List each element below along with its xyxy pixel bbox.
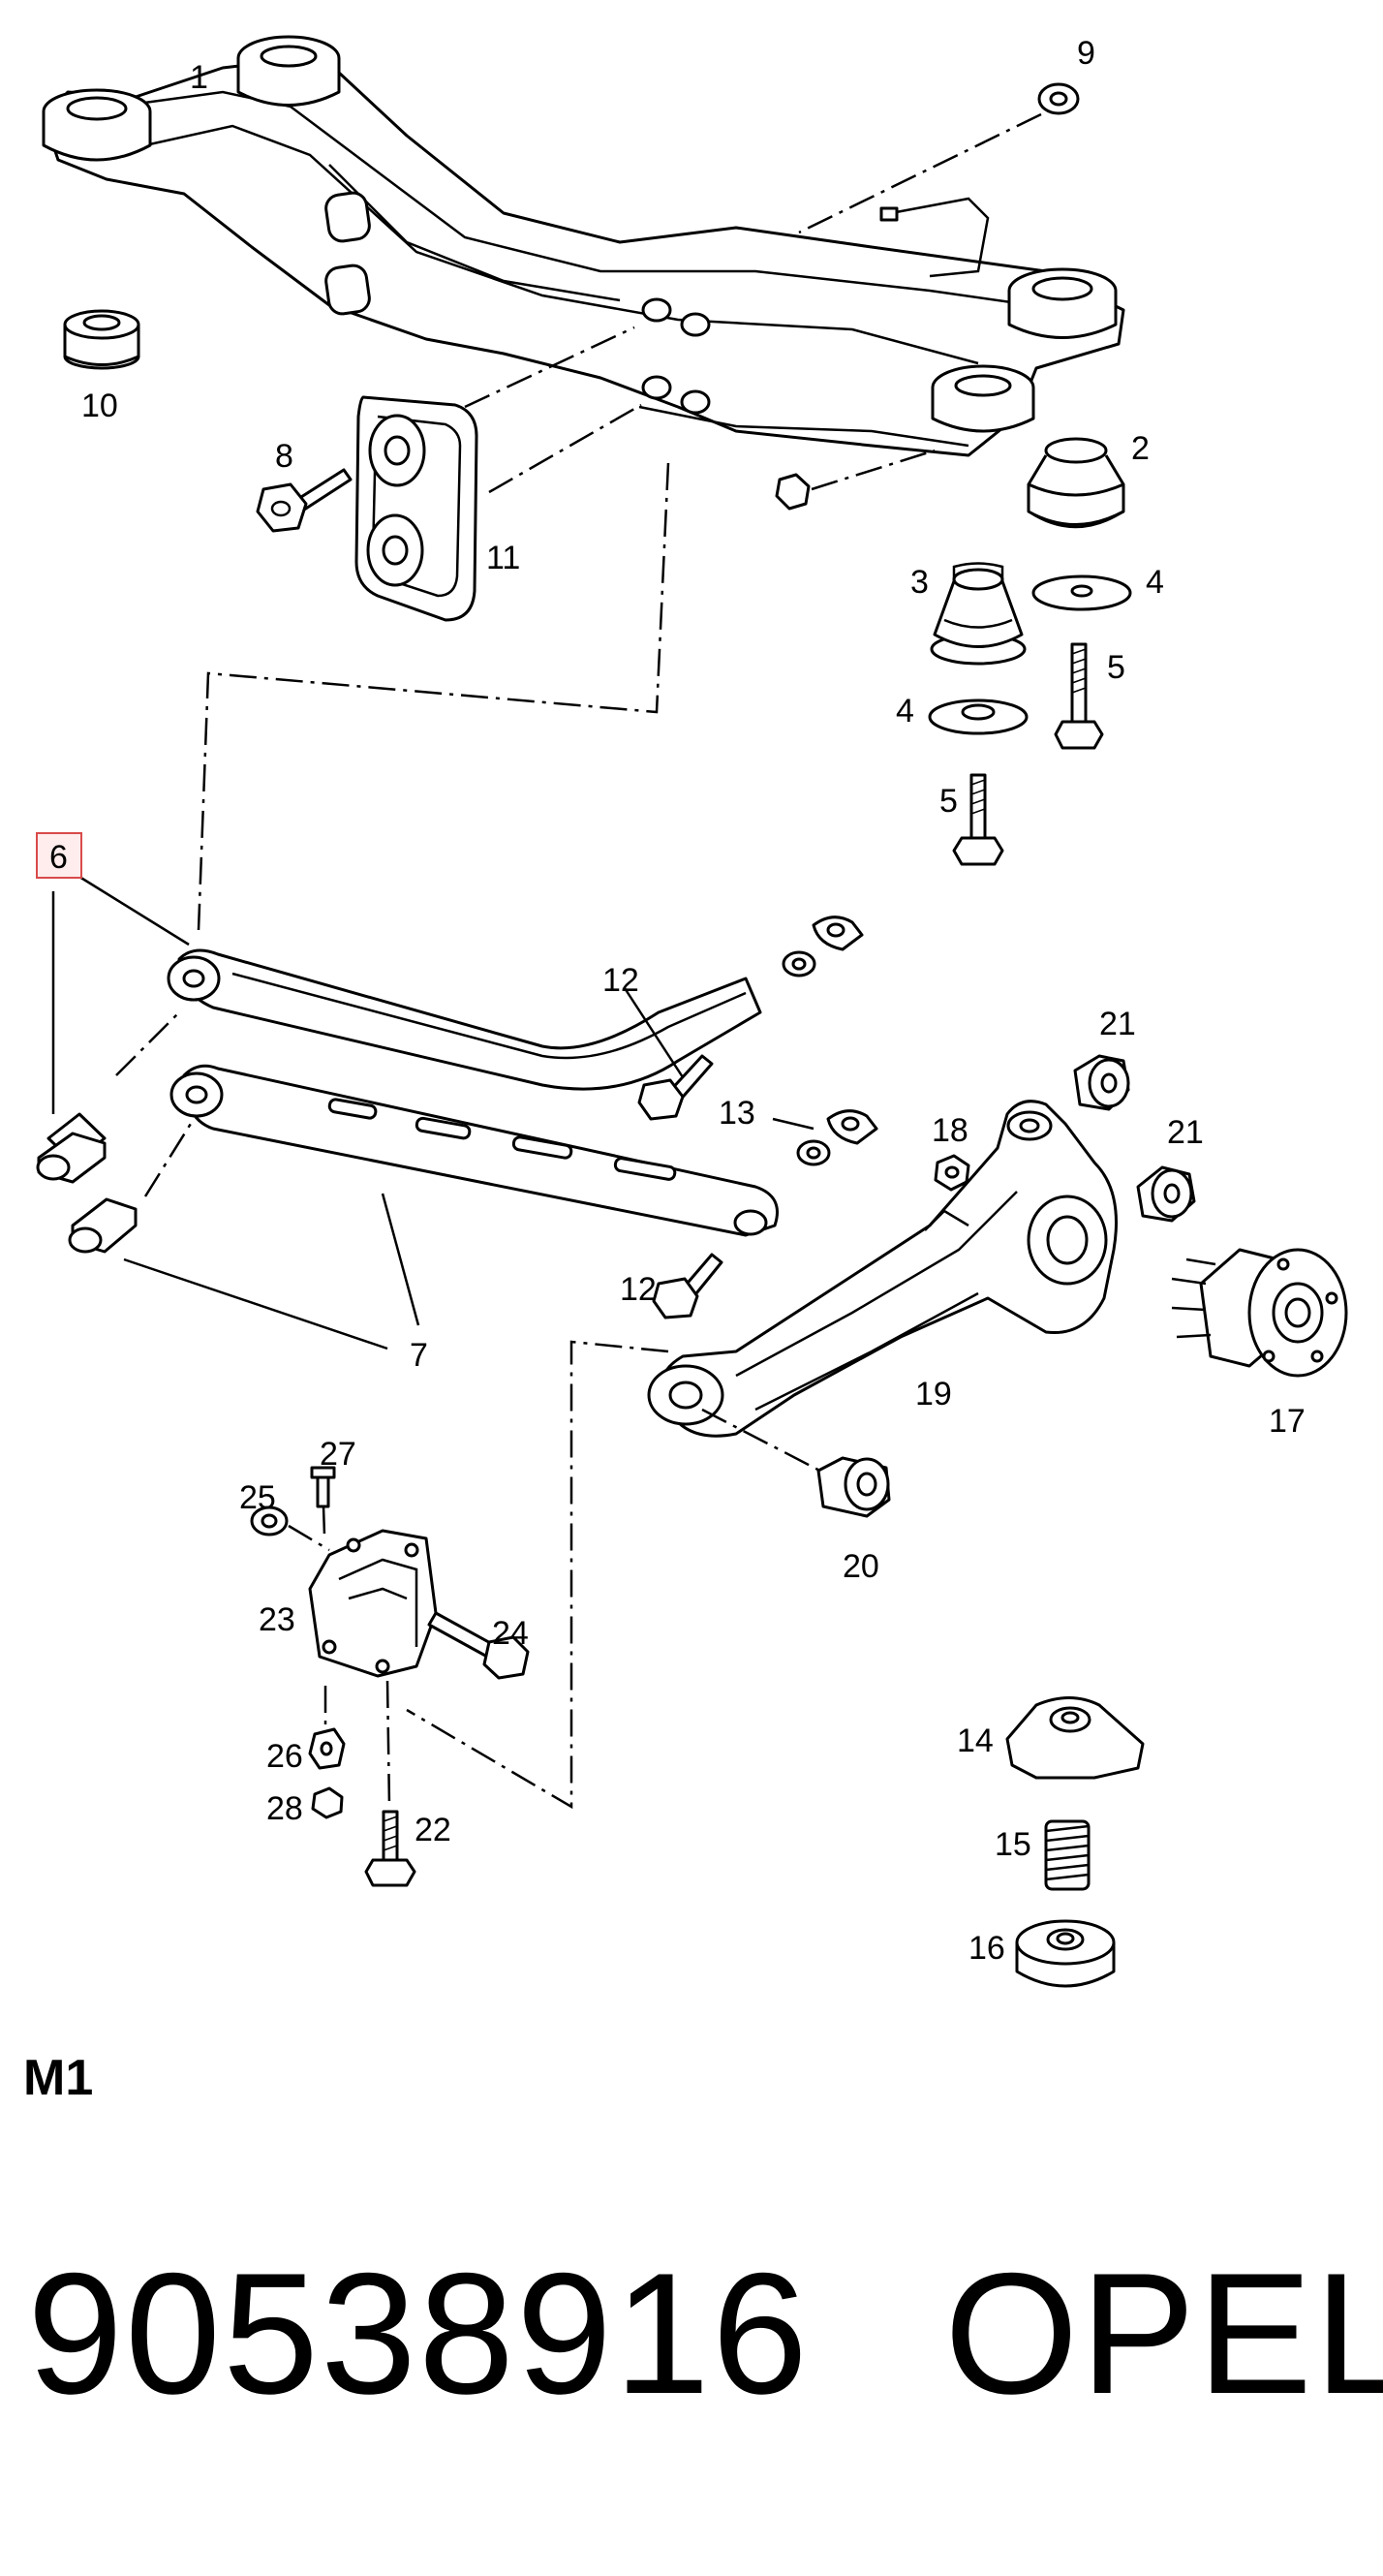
- callout-24: 24: [492, 1615, 529, 1652]
- clip-upper: [782, 916, 864, 978]
- callout-13: 13: [719, 1095, 755, 1132]
- callout-4b: 4: [896, 693, 914, 729]
- callout-1: 1: [190, 59, 208, 96]
- bracket-part-23: [308, 1529, 438, 1678]
- mount-part-3: [930, 562, 1027, 666]
- callout-10: 10: [81, 388, 118, 424]
- bush-part-20: [816, 1456, 891, 1518]
- bush-part-21a: [1073, 1054, 1130, 1111]
- callout-23: 23: [259, 1601, 295, 1638]
- callout-12b: 12: [620, 1271, 657, 1308]
- bolt-part-5a: [1054, 642, 1104, 750]
- callout-16: 16: [968, 1930, 1005, 1967]
- callout-7: 7: [410, 1337, 428, 1374]
- callout-19: 19: [915, 1376, 952, 1412]
- seat-part-14: [1005, 1696, 1145, 1780]
- callout-11: 11: [486, 540, 520, 576]
- section-label: M1: [23, 2050, 94, 2106]
- callout-9: 9: [1077, 35, 1095, 72]
- callout-6: 6: [49, 839, 68, 876]
- part-number: 90538916: [27, 2237, 810, 2430]
- callout-20: 20: [843, 1548, 879, 1585]
- callout-27: 27: [320, 1436, 356, 1473]
- washer-part-25: [250, 1505, 289, 1536]
- subframe-part-1: [42, 35, 1125, 457]
- nut-part-18: [934, 1154, 970, 1192]
- hub-part-17: [1171, 1248, 1348, 1378]
- callout-12a: 12: [602, 962, 639, 999]
- callout-17: 17: [1269, 1403, 1306, 1440]
- pad-part-11: [354, 395, 478, 622]
- nut-part-28: [311, 1786, 344, 1819]
- bush-part-21b: [1136, 1165, 1196, 1223]
- bush-link-lower: [68, 1197, 138, 1254]
- callout-2: 2: [1131, 430, 1150, 467]
- callout-21a: 21: [1099, 1006, 1136, 1042]
- bolt-part-27: [310, 1466, 336, 1508]
- link-part-6: [167, 948, 762, 1091]
- bolt-part-12a: [637, 1054, 714, 1121]
- trailing-arm-part-19: [647, 1100, 1118, 1438]
- spring-part-15: [1044, 1819, 1091, 1891]
- washer-part-4b: [928, 698, 1029, 735]
- callout-8: 8: [275, 438, 293, 475]
- callout-25: 25: [239, 1479, 276, 1516]
- nut-part-9: [1037, 82, 1080, 115]
- callout-18: 18: [932, 1112, 968, 1149]
- callout-6-highlight-box: [36, 832, 82, 879]
- bush-link-upper: [36, 1112, 107, 1184]
- callout-15: 15: [995, 1826, 1031, 1863]
- callout-28: 28: [266, 1790, 303, 1827]
- bolt-part-22: [364, 1810, 416, 1887]
- clip-part-13: [796, 1109, 878, 1166]
- callout-22: 22: [415, 1812, 451, 1848]
- callout-5a: 5: [1107, 649, 1125, 686]
- callout-26: 26: [266, 1738, 303, 1775]
- callout-21b: 21: [1167, 1114, 1204, 1151]
- seat-part-16: [1015, 1919, 1116, 1988]
- washer-part-4a: [1031, 574, 1132, 611]
- bush-part-2: [1027, 437, 1125, 529]
- callout-4a: 4: [1146, 564, 1164, 601]
- bush-part-10: [63, 309, 140, 370]
- bolt-part-8: [256, 468, 353, 533]
- bolt-part-24: [427, 1611, 530, 1680]
- link-part-7: [169, 1064, 779, 1237]
- callout-5b: 5: [939, 783, 958, 820]
- callout-3: 3: [910, 564, 929, 601]
- bolt-part-12b: [652, 1253, 723, 1319]
- clip-part-26: [308, 1727, 346, 1770]
- nut-subframe: [775, 473, 811, 511]
- callout-14: 14: [957, 1723, 994, 1759]
- bolt-part-5b: [952, 773, 1004, 866]
- brand-name: OPEL: [944, 2237, 1383, 2430]
